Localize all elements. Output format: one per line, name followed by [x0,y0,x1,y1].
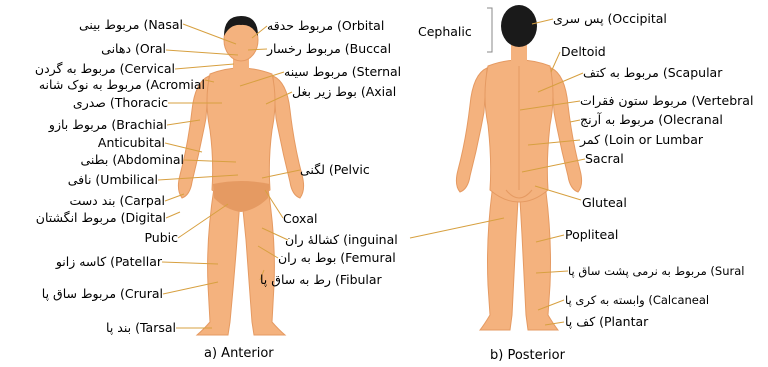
label-oral: دهانی (Oral [101,42,166,56]
label-thoracic: صدری (Thoracic [73,96,168,110]
label-gluteal: Gluteal [582,196,627,210]
label-femural: بوط به ران (Femural [278,251,396,265]
label-sternal: مربوط سینه (Sternal [284,65,401,79]
label-pubic: Pubic [144,231,178,245]
label-lumbar: کمر (Loin or Lumbar [580,133,703,147]
label-sacral: Sacral [585,152,624,166]
label-anticubital: Anticubital [98,136,165,150]
label-brachial: مربوط بازو (Brachial [49,118,167,132]
label-vertebral: مربوط ستون فقرات (Vertebral [580,94,753,108]
label-cephalic: Cephalic [418,25,472,39]
label-acromial: مربوط به نوک شانه (Acromial [39,78,205,92]
label-axial: بوط زیر بغل (Axial [292,85,396,99]
label-nasal: مربوط بینی (Nasal [79,18,183,32]
label-carpal: بند دست (Carpal [69,194,165,208]
label-olecranal: مربوط به آرنج (Olecranal [580,113,723,127]
label-patellar: کاسه زانو (Patellar [56,255,162,269]
label-orbital: مربوط حدقه (Orbital [267,19,384,33]
label-pelvic: لگنی (Pelvic [300,163,370,177]
label-coxal: Coxal [283,212,318,226]
label-scapular: مربوط به کتف (Scapular [583,66,722,80]
label-buccal: مربوط رخسار (Buccal [267,42,391,56]
label-cervical: مربوط به گردن (Cervical [35,62,175,76]
label-abdominal: بطنی (Abdominal [80,153,184,167]
caption-anterior: a) Anterior [204,346,274,361]
label-fibular: رط به ساق پا (Fibular [260,273,382,287]
label-umbilical: نافی (Umbilical [68,173,158,187]
label-crural: مربوط ساق پا (Crural [42,287,163,301]
label-digital: مربوط انگشتان (Digital [36,211,166,225]
label-deltoid: Deltoid [561,45,606,59]
label-popliteal: Popliteal [565,228,618,242]
label-tarsal: بند پا (Tarsal [106,321,176,335]
caption-posterior: b) Posterior [490,348,565,363]
label-inguinal: کشالهٔ ران (inguinal [285,233,398,247]
label-occipital: پس سری (Occipital [553,12,667,26]
cephalic-bracket [487,8,492,52]
label-plantar: کف پا (Plantar [565,315,648,329]
label-calcaneal: وابسته به کری پا (Calcaneal [565,293,709,307]
label-sural: مربوط به نرمی پشت ساق پا (Sural [568,264,744,278]
